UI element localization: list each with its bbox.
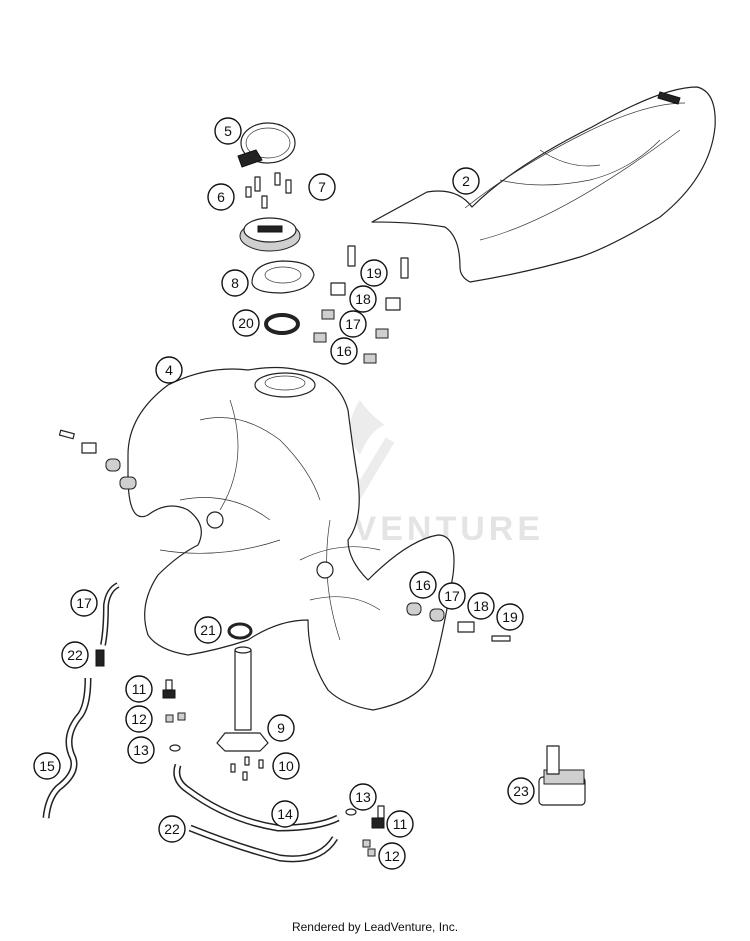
callout-16-upper: 16: [330, 337, 358, 365]
part-9-fuel-pump: [216, 646, 269, 752]
callout-17-upper: 17: [339, 310, 367, 338]
svg-text:16: 16: [336, 343, 352, 359]
svg-text:16: 16: [415, 577, 431, 593]
callout-5: 5: [214, 117, 242, 145]
callout-2: 2: [452, 167, 480, 195]
callout-6: 6: [207, 183, 235, 211]
svg-text:13: 13: [355, 789, 371, 805]
svg-text:23: 23: [513, 783, 529, 799]
part-23-filter: [538, 745, 586, 806]
part-22-hose: [188, 824, 339, 863]
part-8-flange: [251, 260, 315, 294]
callout-16-right: 16: [409, 571, 437, 599]
part-20-oring: [264, 313, 300, 335]
svg-text:17: 17: [345, 316, 361, 332]
svg-text:9: 9: [277, 720, 285, 736]
callout-17-left: 17: [70, 589, 98, 617]
svg-text:21: 21: [200, 622, 216, 638]
callout-22-right: 22: [158, 815, 186, 843]
callout-15: 15: [33, 752, 61, 780]
svg-text:6: 6: [217, 189, 225, 205]
callout-19-right: 19: [496, 603, 524, 631]
svg-text:11: 11: [393, 816, 408, 832]
callout-9: 9: [267, 714, 295, 742]
callout-21: 21: [194, 616, 222, 644]
svg-text:15: 15: [39, 758, 55, 774]
svg-text:12: 12: [131, 711, 147, 727]
part-5-ring: [237, 122, 296, 168]
svg-text:4: 4: [165, 362, 173, 378]
callout-13-right: 13: [349, 783, 377, 811]
part-2-seat: [371, 86, 716, 283]
callout-17-right: 17: [438, 582, 466, 610]
svg-text:20: 20: [238, 315, 254, 331]
svg-text:7: 7: [318, 179, 326, 195]
callout-13-left: 13: [127, 736, 155, 764]
callout-10: 10: [272, 752, 300, 780]
svg-text:10: 10: [278, 758, 294, 774]
svg-text:12: 12: [384, 848, 400, 864]
part-11-12-13-right: [345, 805, 385, 857]
part-spacer-stack-upper: [313, 245, 409, 364]
svg-text:22: 22: [67, 647, 83, 663]
callout-11-right: 11: [386, 810, 414, 838]
callout-23: 23: [507, 777, 535, 805]
callout-19-upper: 19: [360, 259, 388, 287]
svg-text:17: 17: [76, 595, 92, 611]
svg-text:8: 8: [231, 275, 239, 291]
callout-12-right: 12: [378, 842, 406, 870]
render-credit: Rendered by LeadVenture, Inc.: [291, 920, 459, 934]
callout-22-left: 22: [61, 641, 89, 669]
svg-text:18: 18: [473, 598, 489, 614]
callout-18-right: 18: [467, 592, 495, 620]
part-right-bolt-set: [406, 602, 511, 642]
callout-11-left: 11: [125, 675, 153, 703]
svg-text:22: 22: [164, 821, 180, 837]
svg-text:19: 19: [502, 609, 518, 625]
callout-20: 20: [232, 309, 260, 337]
svg-text:2: 2: [462, 173, 470, 189]
part-21-ring: [227, 622, 253, 640]
part-22-clip: [95, 649, 105, 667]
callout-12-left: 12: [125, 705, 153, 733]
part-6-7-screws: [245, 172, 292, 209]
callout-18-upper: 18: [349, 285, 377, 313]
part-14-hose: [173, 763, 340, 832]
svg-text:5: 5: [224, 123, 232, 139]
svg-text:19: 19: [366, 265, 382, 281]
callout-14: 14: [271, 800, 299, 828]
part-11-12-13-left: [162, 679, 186, 752]
callout-8: 8: [221, 269, 249, 297]
svg-text:17: 17: [444, 588, 460, 604]
part-17-hose: [100, 582, 120, 646]
svg-text:13: 13: [133, 742, 149, 758]
callout-4: 4: [155, 356, 183, 384]
callout-7: 7: [308, 173, 336, 201]
part-filler-cap: [239, 217, 301, 252]
part-left-bolt-set: [58, 429, 137, 490]
part-10-screws: [230, 756, 264, 781]
svg-text:11: 11: [132, 681, 147, 697]
part-15-hose: [42, 677, 92, 819]
svg-text:18: 18: [355, 291, 371, 307]
svg-text:14: 14: [277, 806, 293, 822]
